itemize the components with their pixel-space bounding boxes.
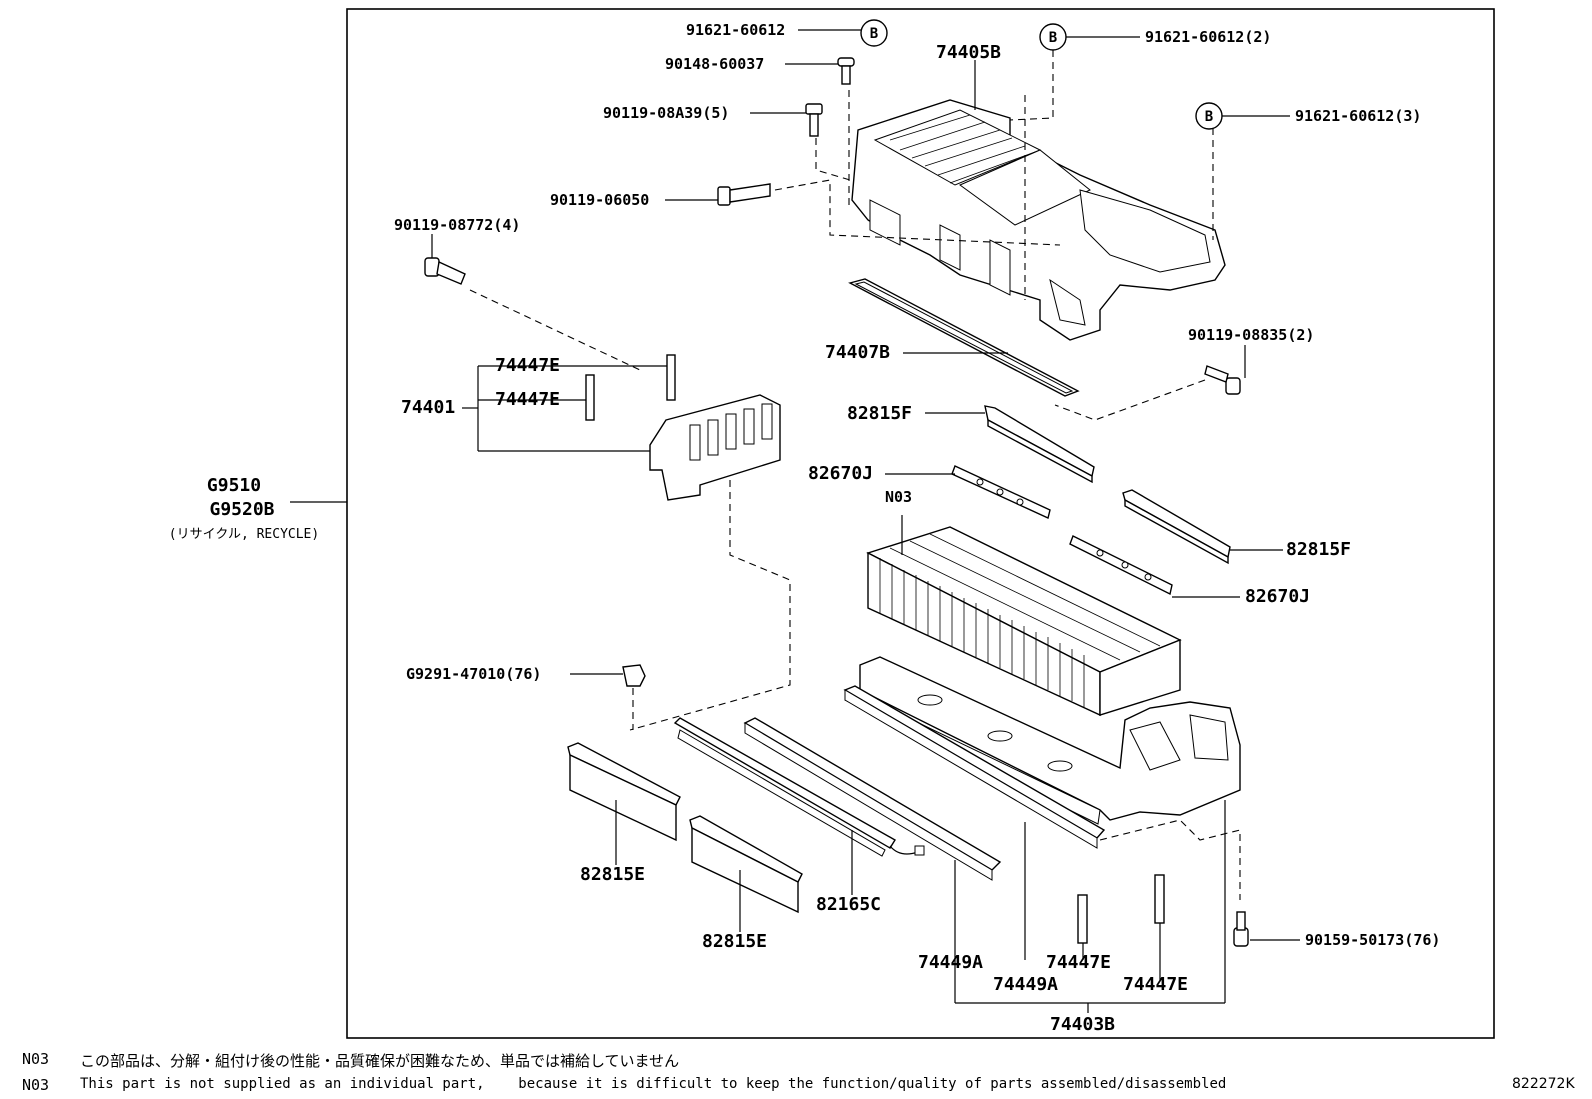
circle-marker-b-1-text: B	[870, 26, 878, 42]
label-82815F-b: 82815F	[1286, 539, 1351, 560]
label-74447E-b: 74447E	[495, 389, 560, 410]
label-90119-08772: 90119-08772(4)	[394, 216, 520, 234]
plate-82815F-right[interactable]	[1122, 489, 1231, 565]
label-G9291-47010: G9291-47010(76)	[406, 665, 541, 683]
label-90119-06050: 90119-06050	[550, 191, 649, 209]
label-82815E-a: 82815E	[580, 864, 645, 885]
group-label-line2: G9520B	[209, 499, 274, 520]
bracket-74401[interactable]	[649, 394, 781, 501]
plate-82815E-left[interactable]	[567, 742, 681, 842]
label-91621-60612-2: 91621-60612(2)	[1145, 28, 1271, 46]
bolt-90119-08835[interactable]	[1204, 365, 1241, 395]
label-82165C: 82165C	[816, 894, 881, 915]
diagram-frame	[346, 8, 1495, 1039]
rail-74449A-a[interactable]	[743, 717, 1002, 881]
plate-82815E-right[interactable]	[689, 815, 803, 914]
pin-74447E-lower[interactable]	[585, 374, 595, 421]
circle-marker-b-3-text: B	[1205, 109, 1213, 125]
bolt-90159-50173[interactable]	[1233, 911, 1249, 947]
pin-74447E-lower-left[interactable]	[1077, 894, 1088, 944]
bar-82670J-right[interactable]	[1069, 535, 1173, 596]
label-74403B: 74403B	[1050, 1014, 1115, 1035]
label-90119-08835: 90119-08835(2)	[1188, 326, 1314, 344]
gasket-74407B[interactable]	[848, 278, 1080, 397]
label-82815F-a: 82815F	[847, 403, 912, 424]
label-82670J-b: 82670J	[1245, 586, 1310, 607]
bolt-90119-08772[interactable]	[424, 257, 466, 285]
label-90159-50173: 90159-50173(76)	[1305, 931, 1440, 949]
circle-marker-b-3: B	[1195, 102, 1223, 130]
group-label: G9510 G9520B (リサイクル, RECYCLE)	[169, 475, 347, 542]
label-74407B: 74407B	[825, 342, 890, 363]
group-label-line1: G9510	[207, 475, 261, 496]
label-74449A-a: 74449A	[918, 952, 983, 973]
upper-case-74405B[interactable]	[851, 99, 1226, 341]
label-74449A-b: 74449A	[993, 974, 1058, 995]
screw-90148-60037[interactable]	[837, 57, 855, 85]
label-91621-60612-3: 91621-60612(3)	[1295, 107, 1421, 125]
label-90119-08A39: 90119-08A39(5)	[603, 104, 729, 122]
clip-G9291-47010[interactable]	[622, 664, 646, 730]
footnote-code-jp: N03	[22, 1050, 50, 1068]
label-74401: 74401	[401, 397, 455, 418]
group-label-line3: (リサイクル, RECYCLE)	[169, 527, 319, 542]
label-74447E-d: 74447E	[1123, 974, 1188, 995]
circle-marker-b-1: B	[860, 19, 888, 47]
plate-82815F-upper[interactable]	[984, 405, 1095, 484]
label-90148-60037: 90148-60037	[665, 55, 764, 73]
label-82815E-b: 82815E	[702, 931, 767, 952]
footnote-text-en: This part is not supplied as an individu…	[80, 1076, 1227, 1092]
circle-marker-b-2: B	[1039, 23, 1067, 51]
circle-marker-b-2-text: B	[1049, 30, 1057, 46]
pin-74447E-lower-right[interactable]	[1154, 874, 1165, 924]
figure-code: 822272K	[1512, 1076, 1575, 1092]
label-82670J-a: 82670J	[808, 463, 873, 484]
label-74447E-a: 74447E	[495, 355, 560, 376]
label-74405B: 74405B	[936, 42, 1001, 63]
rail-74449A-b[interactable]	[843, 685, 1106, 849]
harness-82165C[interactable]	[673, 717, 925, 857]
label-91621-60612: 91621-60612	[686, 21, 785, 39]
footnote-code-en: N03	[22, 1076, 50, 1094]
bar-82670J-upper[interactable]	[951, 465, 1051, 519]
label-74447E-c: 74447E	[1046, 952, 1111, 973]
bolt-90119-08A39[interactable]	[805, 103, 823, 137]
battery-cell-stack-N03[interactable]	[866, 526, 1182, 717]
label-N03: N03	[885, 488, 912, 506]
footnote-text-jp: この部品は、分解・組付け後の性能・品質確保が困難なため、単品では補給していません	[80, 1052, 680, 1070]
pin-74447E-upper[interactable]	[666, 354, 676, 401]
bolt-90119-06050[interactable]	[717, 183, 771, 206]
